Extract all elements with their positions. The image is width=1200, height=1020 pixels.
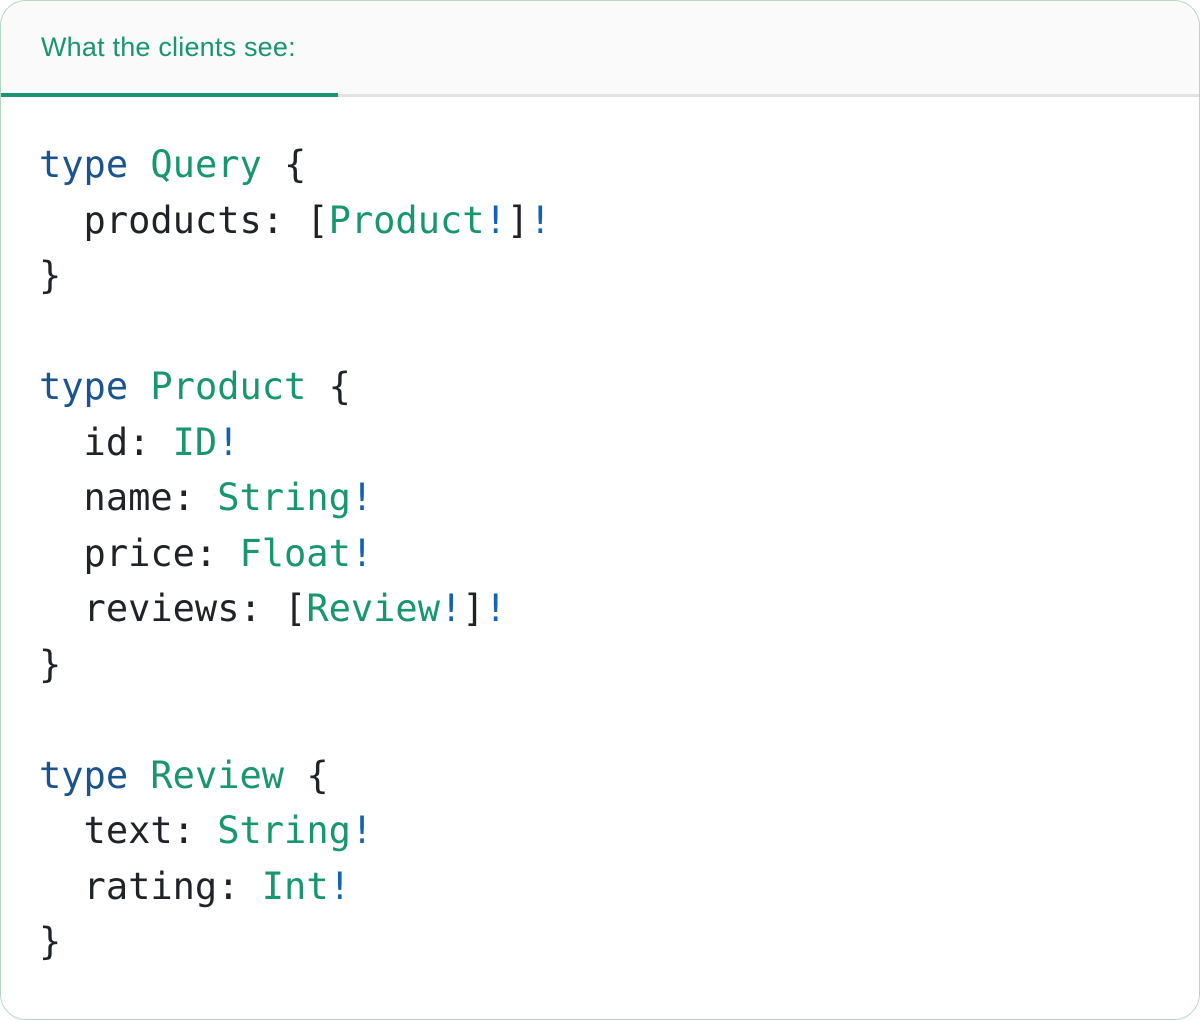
code-token-pl: price: [39, 531, 240, 575]
code-token-bg: ! [439, 587, 463, 630]
code-token-pl [128, 754, 150, 797]
code-token-tn: Int [261, 864, 329, 908]
code-token-pl: { [261, 143, 307, 186]
code-token-tn: ID [172, 420, 218, 464]
code-area: type Query { products: [Product!]! } typ… [1, 97, 1199, 1019]
code-token-pl: } [39, 920, 62, 963]
code-token-pl: { [306, 365, 351, 408]
code-token-tn: Review [150, 753, 285, 797]
code-token-pl [128, 365, 150, 408]
code-block: type Query { products: [Product!]! } typ… [39, 137, 1179, 970]
code-token-pl: { [284, 753, 329, 797]
code-token-bg: ! [484, 587, 507, 630]
code-token-tn: String [217, 476, 351, 519]
code-token-pl: } [39, 254, 62, 297]
code-token-tn: Product [328, 198, 485, 242]
code-token-bg: ! [350, 476, 374, 519]
code-token-tn: Product [150, 365, 307, 408]
tab-clients-view-label: What the clients see: [41, 32, 296, 62]
code-token-bg: ! [529, 198, 552, 242]
code-token-bg: ! [328, 864, 351, 908]
code-token-bg: ! [350, 531, 374, 575]
code-token-pl: products: [ [39, 198, 329, 242]
code-token-pl: reviews: [ [39, 587, 307, 630]
active-tab-indicator [1, 93, 338, 97]
code-token-kw: type [39, 365, 129, 408]
code-token-tn: Float [239, 531, 351, 575]
code-token-bg: ! [484, 198, 507, 242]
tab-clients-view[interactable]: What the clients see: [1, 1, 338, 97]
code-token-pl [128, 143, 150, 186]
code-token-pl: ] [462, 587, 485, 630]
code-token-tn: String [217, 809, 351, 852]
tab-bar: What the clients see: [1, 1, 1199, 97]
code-token-kw: type [39, 753, 129, 797]
code-token-pl: ] [506, 198, 530, 242]
code-token-bg: ! [217, 420, 240, 464]
code-token-pl: rating: [39, 864, 262, 908]
code-token-kw: type [39, 143, 129, 186]
code-token-pl: id: [39, 420, 173, 464]
code-token-bg: ! [350, 809, 374, 852]
code-token-tn: Query [150, 143, 262, 186]
code-token-tn: Review [306, 587, 440, 630]
code-token-pl: text: [39, 809, 218, 852]
code-token-pl: } [39, 642, 62, 686]
code-token-pl: name: [39, 476, 218, 519]
